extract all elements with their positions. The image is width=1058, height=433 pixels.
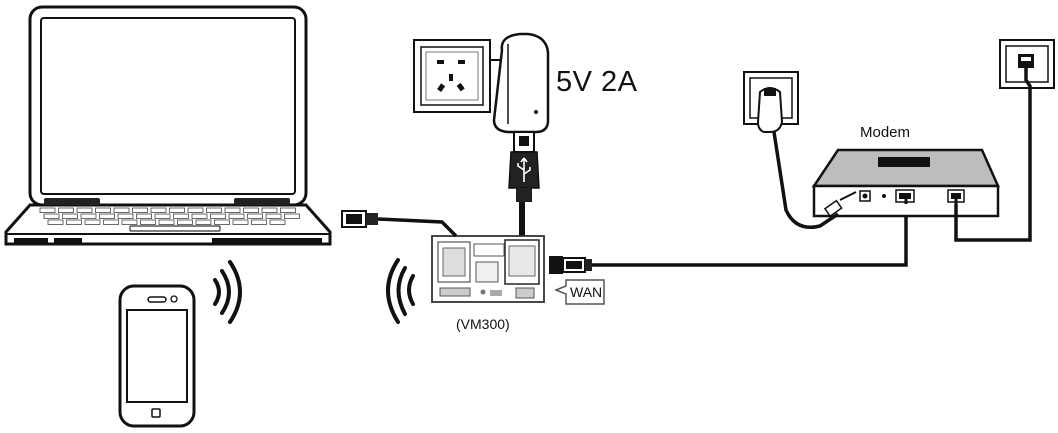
keyboard-key: [187, 207, 204, 213]
phone-line-cable: [954, 68, 1032, 242]
keyboard-key: [113, 207, 130, 213]
keyboard-key: [58, 207, 74, 213]
keyboard-key: [206, 207, 222, 213]
keyboard-key: [158, 219, 175, 225]
keyboard-key: [132, 207, 148, 213]
keyboard-key: [47, 219, 64, 225]
keyboard-key: [265, 213, 282, 219]
keyboard-key: [191, 213, 208, 219]
laptop-screen: [40, 17, 296, 195]
keyboard-key: [169, 207, 185, 213]
keyboard-key: [269, 219, 286, 225]
keyboard-key: [99, 213, 115, 219]
wan-label: WAN: [570, 284, 603, 300]
keyboard-key: [117, 213, 134, 219]
keyboard-key: [103, 219, 119, 225]
keyboard-key: [39, 207, 56, 213]
vm300-board: [431, 235, 545, 303]
keyboard-key: [43, 213, 60, 219]
keyboard-key: [177, 219, 193, 225]
wifi-signal-icon: [213, 260, 242, 324]
laptop-keyboard: [39, 207, 300, 225]
usb-plug: [508, 131, 540, 202]
modem-label: Modem: [860, 124, 911, 141]
smartphone: [118, 284, 196, 428]
laptop-port-3: [212, 238, 322, 245]
keyboard-key: [284, 213, 300, 219]
wifi-signal-icon: [386, 258, 415, 324]
keyboard-key: [214, 219, 230, 225]
keyboard-key: [140, 219, 156, 225]
keyboard-key: [150, 207, 167, 213]
keyboard-key: [76, 207, 93, 213]
keyboard-key: [251, 219, 267, 225]
laptop-port-2: [54, 238, 82, 245]
phone-camera: [170, 295, 178, 303]
usb-icon: [517, 157, 531, 182]
keyboard-key: [280, 207, 296, 213]
wan-callout: [553, 279, 605, 305]
keyboard-key: [228, 213, 245, 219]
dc-plug: [823, 191, 857, 218]
board-model-label: (VM300): [456, 316, 510, 332]
phone-home-button: [151, 408, 161, 418]
keyboard-key: [210, 213, 226, 219]
ethernet-cable-wan: [549, 204, 908, 274]
laptop-touchpad: [129, 225, 221, 232]
keyboard-key: [232, 219, 249, 225]
power-adapter: [490, 32, 550, 134]
keyboard-key: [66, 219, 82, 225]
laptop: [4, 5, 332, 246]
keyboard-key: [195, 219, 212, 225]
modem-power-cable: [772, 131, 839, 229]
laptop-port-1: [14, 238, 48, 245]
phone-screen: [126, 309, 188, 403]
keyboard-key: [261, 207, 278, 213]
power-spec-label: 5V 2A: [556, 66, 638, 98]
modem: [811, 148, 1000, 218]
keyboard-key: [95, 207, 111, 213]
keyboard-key: [121, 219, 138, 225]
ethernet-cable-laptop: [341, 210, 458, 238]
wall-outlet: [413, 39, 491, 113]
modem-power-outlet: [743, 71, 799, 133]
keyboard-key: [136, 213, 152, 219]
keyboard-key: [173, 213, 189, 219]
keyboard-key: [62, 213, 78, 219]
laptop-hinge-right: [234, 198, 290, 205]
keyboard-key: [243, 207, 259, 213]
keyboard-key: [224, 207, 241, 213]
keyboard-key: [84, 219, 101, 225]
laptop-hinge-left: [44, 198, 100, 205]
keyboard-key: [247, 213, 263, 219]
keyboard-key: [154, 213, 171, 219]
phone-speaker: [147, 296, 167, 303]
keyboard-key: [80, 213, 97, 219]
